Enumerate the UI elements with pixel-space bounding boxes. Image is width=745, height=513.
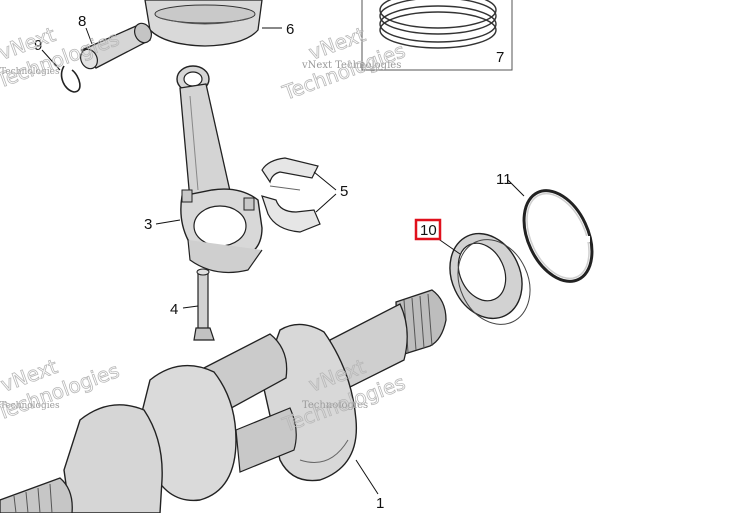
leader-lines: [41, 27, 525, 495]
callout-9: 9: [34, 37, 42, 54]
watermark-text: Technologies: [302, 400, 368, 411]
circlip: [60, 65, 81, 93]
watermark-text: vNext Technologies: [301, 60, 401, 71]
oil-seal: [449, 232, 531, 325]
callout-10-highlight[interactable]: 10: [414, 218, 442, 241]
callout-5: 5: [340, 183, 348, 200]
highlight-box: [414, 218, 442, 241]
callout-11: 11: [496, 171, 512, 188]
crankshaft: [0, 289, 447, 513]
piston: [144, 0, 263, 47]
callout-4: 4: [170, 301, 178, 318]
callout-6: 6: [286, 21, 294, 38]
piston-rings-inset: [361, 0, 513, 71]
callout-3: 3: [144, 216, 152, 233]
callout-1: 1: [376, 495, 384, 512]
conrod-bolt: [193, 268, 215, 341]
callout-7: 7: [496, 49, 504, 66]
connecting-rod: [176, 65, 263, 273]
retaining-ring: [522, 189, 594, 283]
bearing-shells: [261, 157, 321, 233]
watermark-text: Technologies: [0, 401, 60, 411]
callout-10: 10: [420, 222, 437, 239]
watermark-text: Technologies: [0, 67, 60, 77]
piston-pin: [80, 22, 152, 70]
callout-8: 8: [78, 13, 86, 30]
